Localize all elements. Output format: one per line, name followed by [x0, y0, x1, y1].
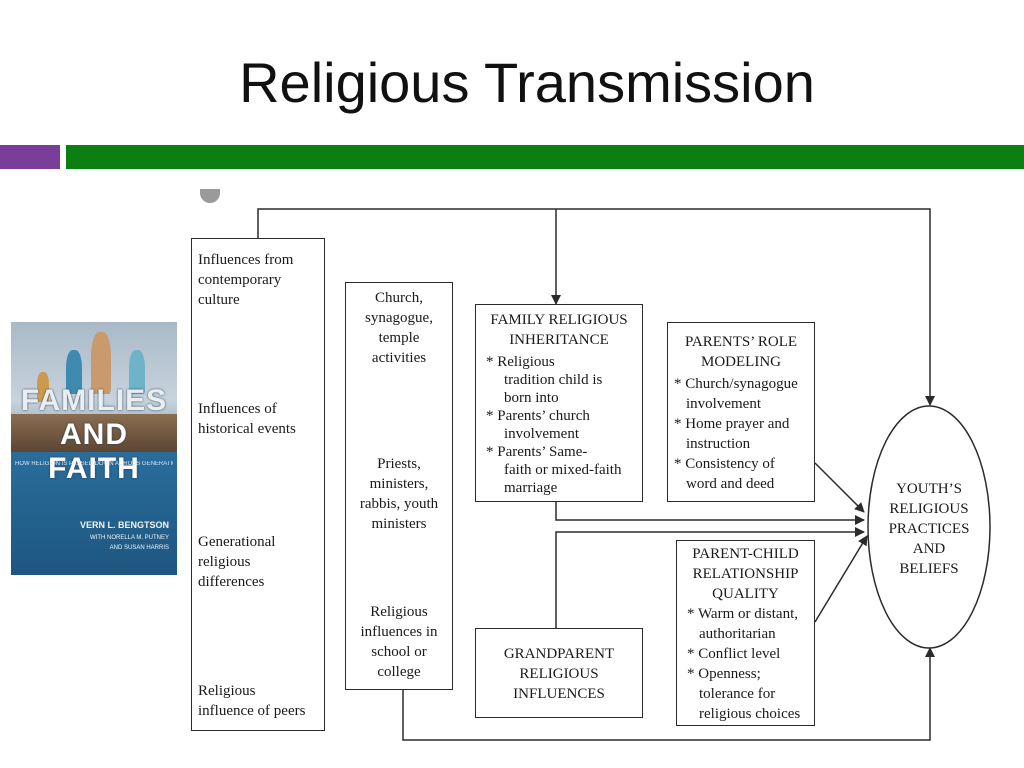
role-box-line: involvement [686, 396, 761, 412]
accent-bar-purple [0, 145, 60, 169]
influence-line: religious [198, 554, 251, 570]
role-box-line: word and deed [686, 476, 775, 492]
institution-line: school or [371, 644, 427, 660]
book-cover: FAMILIES AND FAITH HOW RELIGION IS PASSE… [11, 322, 177, 575]
book-subtitle: HOW RELIGION IS PASSED DOWN ACROSS GENER… [15, 461, 173, 467]
bullet-dot-icon [200, 189, 220, 203]
family-box-line: tradition child is [504, 372, 603, 388]
book-figure-child-left [66, 350, 82, 394]
book-figure-child-right [129, 350, 145, 394]
institution-line: Religious [370, 604, 428, 620]
family-box-line: * Parents’ Same- [486, 444, 588, 460]
book-author: VERN L. BENGTSON [79, 520, 169, 530]
book-title-line2: AND FAITH [48, 418, 140, 485]
family-box-title: FAMILY RELIGIOUS [490, 312, 628, 328]
institution-line: ministers [371, 516, 427, 532]
grandparent-line: RELIGIOUS [519, 666, 599, 682]
institution-line: synagogue, [365, 310, 433, 326]
role-box-line: * Home prayer and [674, 416, 790, 432]
arrow-top-to-family [257, 208, 935, 406]
youth-line: PRACTICES [888, 521, 970, 537]
role-box-line: * Church/synagogue [674, 376, 798, 392]
institution-line: influences in [360, 624, 438, 640]
book-cover-dock [11, 414, 177, 452]
accent-bar-green [66, 145, 1024, 169]
book-figure-small-child [37, 372, 49, 402]
relationship-box-line: authoritarian [699, 626, 776, 642]
role-box-line: instruction [686, 436, 751, 452]
relationship-box-line: * Warm or distant, [687, 606, 798, 622]
relationship-box-line: * Openness; [687, 666, 761, 682]
youth-line: YOUTH’S [896, 481, 962, 497]
institution-line: activities [371, 350, 427, 366]
arrow-role-to-youth [814, 462, 865, 513]
arrow-relationship-to-youth [814, 535, 868, 623]
family-box-line: faith or mixed-faith [504, 462, 622, 478]
book-coauthors-line2: AND SUSAN HARRIS [109, 545, 169, 551]
youth-line: AND [912, 541, 946, 557]
influence-line: influence of peers [198, 703, 306, 719]
institution-line: Priests, [377, 456, 421, 472]
youth-ellipse-shape [867, 405, 991, 649]
influence-line: contemporary [198, 272, 282, 288]
arrow-family-to-youth [555, 502, 865, 525]
book-cover-panel [11, 452, 177, 575]
relationship-box-title: QUALITY [712, 586, 779, 602]
family-box-line: * Religious [486, 354, 555, 370]
influence-line: Religious [198, 683, 256, 699]
family-box-line: born into [504, 390, 559, 406]
family-box-line: involvement [504, 426, 579, 442]
influence-line: culture [198, 292, 240, 308]
relationship-box-title: RELATIONSHIP [692, 566, 799, 582]
institution-line: temple [378, 330, 420, 346]
slide-title: Religious Transmission [239, 51, 815, 114]
relationship-box-title: PARENT-CHILD [692, 546, 799, 562]
role-box-title: MODELING [701, 354, 781, 370]
influence-line: Influences of [198, 401, 277, 417]
book-title-line1: FAMILIES [20, 384, 168, 417]
family-inheritance-box: FAMILY RELIGIOUS INHERITANCE * Religious… [475, 304, 643, 502]
institution-line: Church, [375, 290, 423, 306]
youth-line: BELIEFS [899, 561, 959, 577]
family-box-title: INHERITANCE [509, 332, 609, 348]
influence-line: historical events [198, 421, 296, 437]
book-coauthors-line1: WITH NORELLA M. PUTNEY [89, 535, 169, 541]
relationship-box-line: * Conflict level [687, 646, 781, 662]
role-box-line: * Consistency of [674, 456, 775, 472]
grandparent-line: INFLUENCES [513, 686, 605, 702]
role-box-title: PARENTS’ ROLE [684, 334, 798, 350]
influence-line: differences [198, 574, 265, 590]
institution-line: rabbis, youth [359, 496, 439, 512]
youth-line: RELIGIOUS [889, 501, 969, 517]
institution-line: college [377, 664, 421, 680]
book-figure-adult [91, 332, 111, 394]
relationship-box-line: tolerance for [699, 686, 776, 702]
family-box-line: marriage [504, 480, 558, 496]
relationship-box-line: religious choices [699, 706, 801, 722]
arrow-grandparent-to-youth [555, 527, 865, 628]
institution-line: ministers, [369, 476, 429, 492]
grandparent-line: GRANDPARENT [503, 646, 615, 662]
relationship-quality-box: PARENT-CHILD RELATIONSHIP QUALITY * Warm… [676, 540, 815, 726]
institutions-box: Church, synagogue, temple activities Pri… [345, 282, 453, 690]
influences-box: Influences from contemporary culture Inf… [191, 238, 325, 731]
grandparent-influences-box: GRANDPARENT RELIGIOUS INFLUENCES [475, 628, 643, 718]
influence-line: Influences from [198, 252, 294, 268]
influence-line: Generational [198, 534, 276, 550]
family-box-line: * Parents’ church [486, 408, 590, 424]
arrow-bottom-to-youth [402, 647, 935, 741]
parents-role-modeling-box: PARENTS’ ROLE MODELING * Church/synagogu… [667, 322, 815, 502]
